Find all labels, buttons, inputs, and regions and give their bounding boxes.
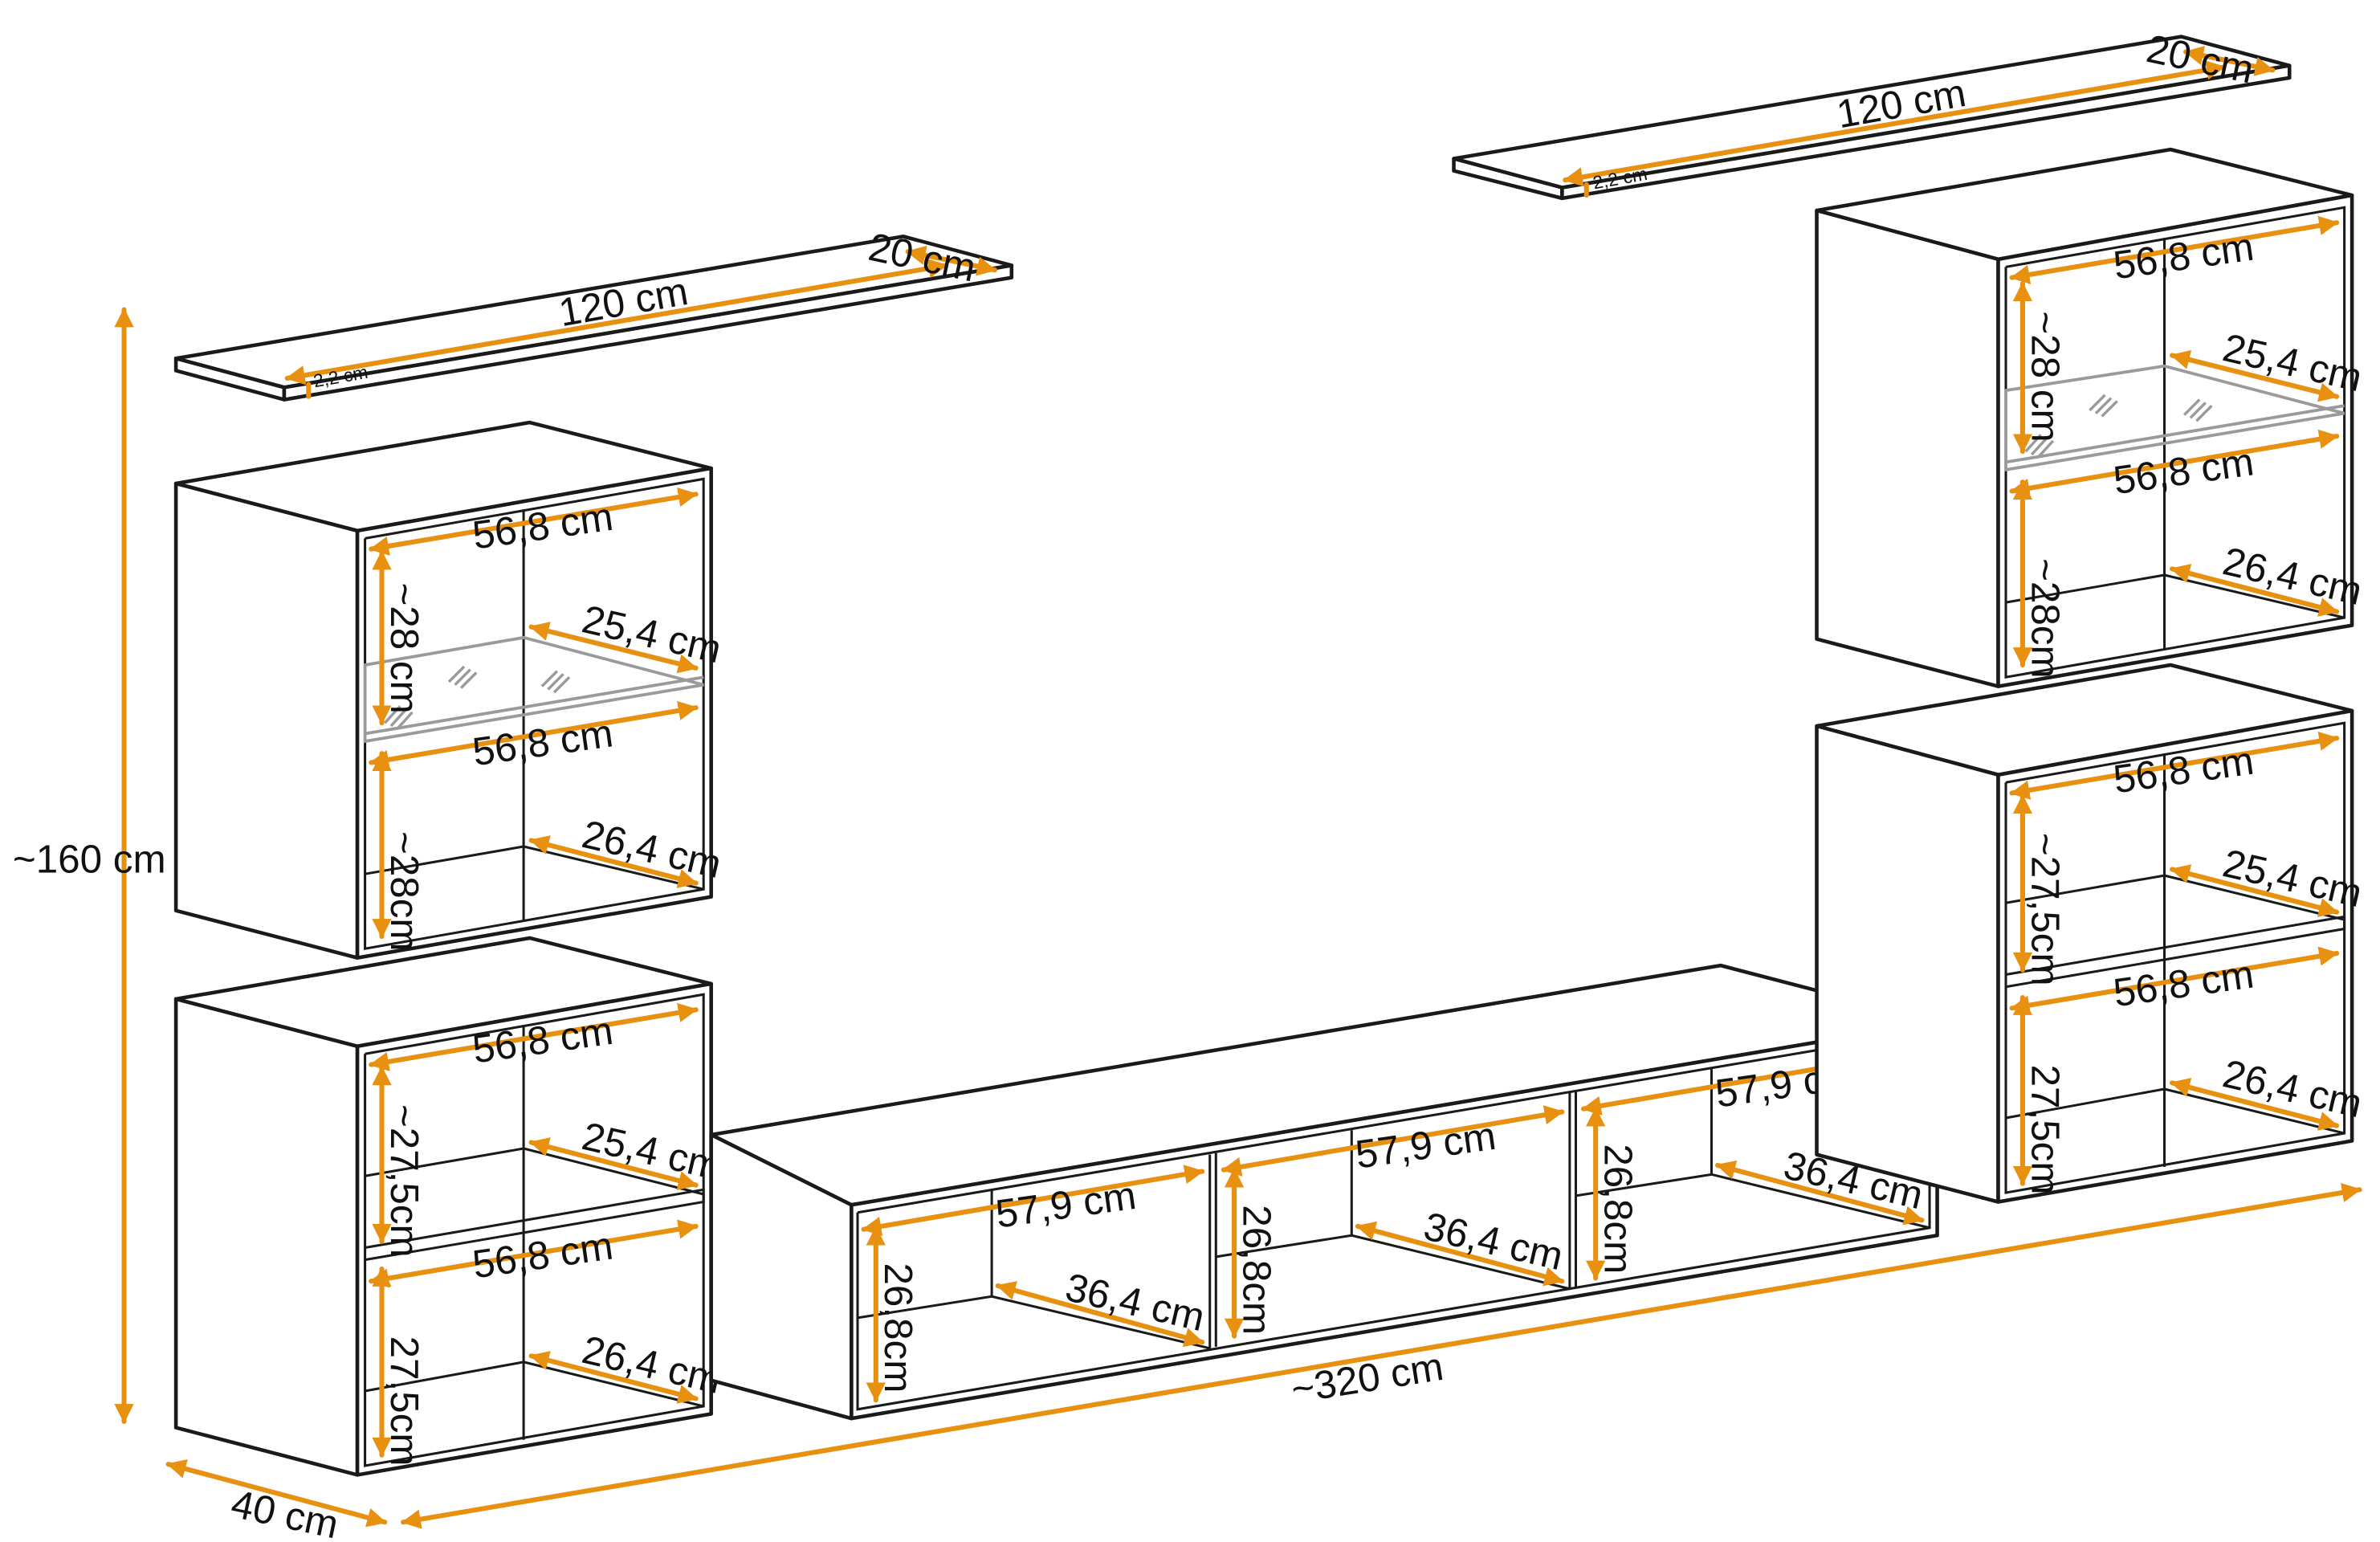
tv-board-comp2-height-label: 26,8cm (1234, 1205, 1278, 1335)
shelf-left-depth-line (905, 245, 997, 276)
cabinet-left-lower-height-bottom-label: 27,5cm (382, 1336, 426, 1467)
overall-depth-line (165, 1459, 388, 1528)
overall-height-label: ~160 cm (13, 837, 166, 881)
shelf-right-depth-line (2183, 46, 2276, 76)
cabinet-right-lower-height-bottom-label: 27,5cm (2023, 1065, 2067, 1195)
overall-depth-label: 40 cm (227, 1482, 342, 1542)
cabinet-right-lower-height-top-label: ~27,5cm (2023, 833, 2067, 986)
cabinet-left-lower-height-top-label: ~27,5cm (382, 1104, 426, 1258)
glass-cabinet-left-height-top-label: ~28 cm (382, 582, 426, 713)
cabinet-left-lower: 56,8 cm ~27,5cm 25,4 cm 56,8 cm 27,5cm 2… (173, 936, 725, 1477)
overall-width-label: ~320 cm (1288, 1344, 1446, 1412)
glass-cabinet-right-height-bottom-label: ~28cm (2023, 558, 2067, 679)
glass-cabinet-left: 56,8 cm ~28 cm 25,4 cm 56,8 cm ~28cm 26,… (173, 420, 725, 960)
shelf-left: 120 cm 20 cm 2,2 cm (173, 225, 1014, 402)
shelf-right-length-line (1563, 60, 2227, 187)
tv-board: 57,9 cm 26,8cm 36,4 cm 57,9 cm 26,8cm 36… (709, 963, 1939, 1421)
glass-cabinet-right: 56,8 cm ~28 cm 25,4 cm 56,8 cm ~28cm 26,… (1815, 147, 2366, 688)
shelf-right: 120 cm 20 cm 2,2 cm (1452, 27, 2292, 201)
tv-board-comp1-height-label: 26,8cm (876, 1263, 920, 1393)
glass-cabinet-right-height-top-label: ~28 cm (2023, 311, 2067, 442)
shelf-left-length-line (284, 259, 949, 386)
tv-board-comp3-height-label: 26,8cm (1596, 1144, 1640, 1274)
cabinet-right-lower: 56,8 cm ~27,5cm 25,4 cm 56,8 cm 27,5cm 2… (1815, 663, 2366, 1204)
overall-width-line (401, 1182, 2362, 1529)
glass-cabinet-left-height-bottom-label: ~28cm (382, 831, 426, 952)
